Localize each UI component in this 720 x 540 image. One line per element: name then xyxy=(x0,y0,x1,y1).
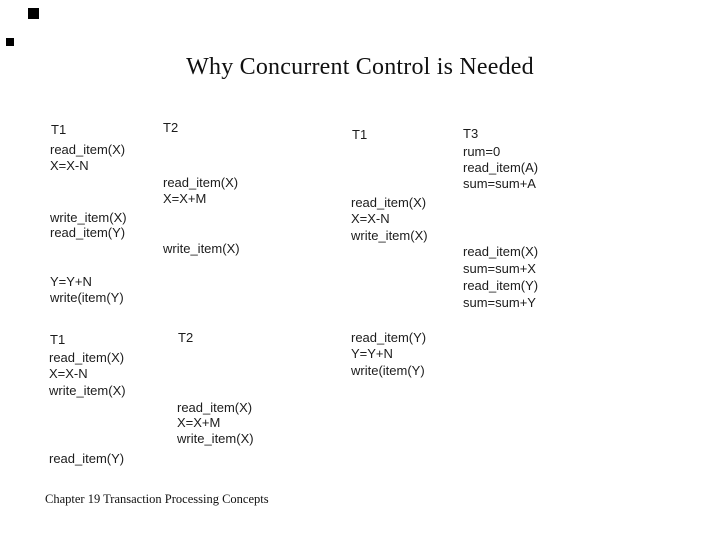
transaction-label: T2 xyxy=(163,120,179,135)
operation-line: read_item(X) xyxy=(351,195,427,210)
operation-line: read_item(X) xyxy=(163,175,239,190)
transaction-label: T3 xyxy=(463,126,479,141)
transaction-label: T1 xyxy=(352,127,368,142)
operation-line: write_item(X) xyxy=(163,241,240,256)
operation-line: X=X-N xyxy=(49,366,88,381)
operation-line: write_item(X) xyxy=(49,383,126,398)
operation-line: read_item(Y) xyxy=(463,278,539,293)
operation-line: write(item(Y) xyxy=(351,363,425,378)
corner-mark xyxy=(28,8,39,19)
operation-line: sum=sum+A xyxy=(463,176,536,191)
operation-line: X=X-N xyxy=(50,158,89,173)
transaction-label: T2 xyxy=(178,330,194,345)
operation-line: write_item(X) xyxy=(351,228,428,243)
operation-line: rum=0 xyxy=(463,144,501,159)
operation-line: write_item(X) xyxy=(177,431,254,446)
operation-line: read_item(X) xyxy=(177,400,253,415)
operation-line: read_item(X) xyxy=(463,244,539,259)
operation-line: X=X+M xyxy=(163,191,207,206)
operation-line: read_item(Y) xyxy=(49,451,125,466)
operation-line: Y=Y+N xyxy=(50,274,92,289)
operation-line: read_item(A) xyxy=(463,160,539,175)
operation-line: write(item(Y) xyxy=(50,290,124,305)
operation-line: X=X+M xyxy=(177,415,221,430)
operation-line: sum=sum+X xyxy=(463,261,536,276)
operation-line: sum=sum+Y xyxy=(463,295,536,310)
slide-title: Why Concurrent Control is Needed xyxy=(186,54,534,80)
operation-line: read_item(Y) xyxy=(50,225,126,240)
slide-footer: Chapter 19 Transaction Processing Concep… xyxy=(45,492,269,506)
operation-line: write_item(X) xyxy=(50,210,127,225)
transaction-label: T1 xyxy=(51,122,67,137)
operation-line: read_item(Y) xyxy=(351,330,427,345)
operation-line: read_item(X) xyxy=(50,142,126,157)
corner-mark xyxy=(6,38,14,46)
operation-line: Y=Y+N xyxy=(351,346,393,361)
operation-line: read_item(X) xyxy=(49,350,125,365)
transaction-label: T1 xyxy=(50,332,66,347)
operation-line: X=X-N xyxy=(351,211,390,226)
